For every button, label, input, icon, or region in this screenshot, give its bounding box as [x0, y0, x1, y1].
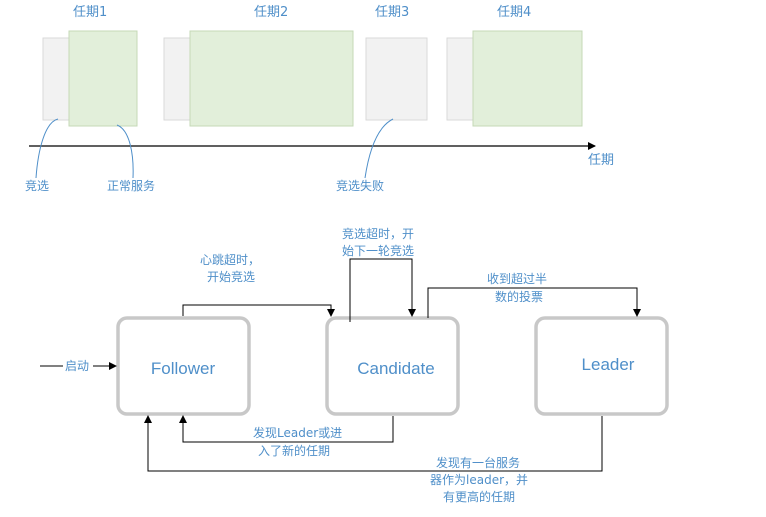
majority-votes-line2: 数的投票	[495, 289, 543, 304]
term-label-4: 任期4	[497, 5, 531, 20]
candidate-label: Candidate	[357, 359, 435, 378]
election-failed-annotation: 竞选失败	[336, 178, 384, 193]
election-failed-callout	[364, 118, 394, 179]
majority-votes-arrow	[427, 287, 641, 318]
leader-state	[534, 316, 669, 416]
start-label: 启动	[65, 359, 89, 373]
heartbeat-timeout-line2: 开始竞选	[207, 270, 255, 284]
election-timeout-line1: 竞选超时，开	[342, 226, 414, 241]
term-label-2: 任期2	[254, 5, 288, 20]
election-annotation: 竞选	[25, 179, 49, 193]
term4-normal-block	[472, 30, 583, 127]
election-timeout-arrow	[349, 258, 416, 322]
election-callout	[35, 118, 59, 179]
majority-votes-line1: 收到超过半	[487, 271, 547, 286]
higher-term-line3: 有更高的任期	[443, 489, 515, 504]
higher-term-arrow	[144, 415, 603, 472]
term1-normal-block	[68, 30, 138, 127]
term-label-1: 任期1	[73, 5, 107, 20]
normal-service-annotation: 正常服务	[107, 178, 155, 193]
found-leader-arrow	[179, 415, 394, 443]
heartbeat-timeout-line1: 心跳超时，	[200, 252, 260, 267]
leader-label: Leader	[582, 355, 635, 374]
timeline: 任期1 任期2 任期3 任期4 任期 竞选 正常服务 竞选失败	[25, 5, 614, 193]
term2-normal-block	[189, 30, 354, 127]
higher-term-line1: 发现有一台服务	[436, 455, 520, 470]
follower-label: Follower	[151, 359, 216, 378]
axis-label: 任期	[588, 153, 614, 168]
state-machine: Follower Candidate Leader 启动 心跳超时， 开始竞选 …	[40, 226, 669, 504]
heartbeat-timeout-arrow	[182, 304, 335, 317]
term-label-3: 任期3	[375, 5, 409, 20]
candidate-state	[325, 316, 460, 416]
found-leader-line1: 发现Leader或进	[253, 425, 342, 440]
higher-term-line2: 器作为leader，并	[430, 473, 528, 487]
election-timeout-line2: 始下一轮竞选	[342, 244, 414, 258]
found-leader-line2: 入了新的任期	[258, 443, 330, 458]
start-label-bg	[63, 358, 93, 373]
term3-election-block	[365, 37, 428, 121]
normal-service-callout	[116, 124, 134, 179]
follower-state	[116, 316, 251, 416]
